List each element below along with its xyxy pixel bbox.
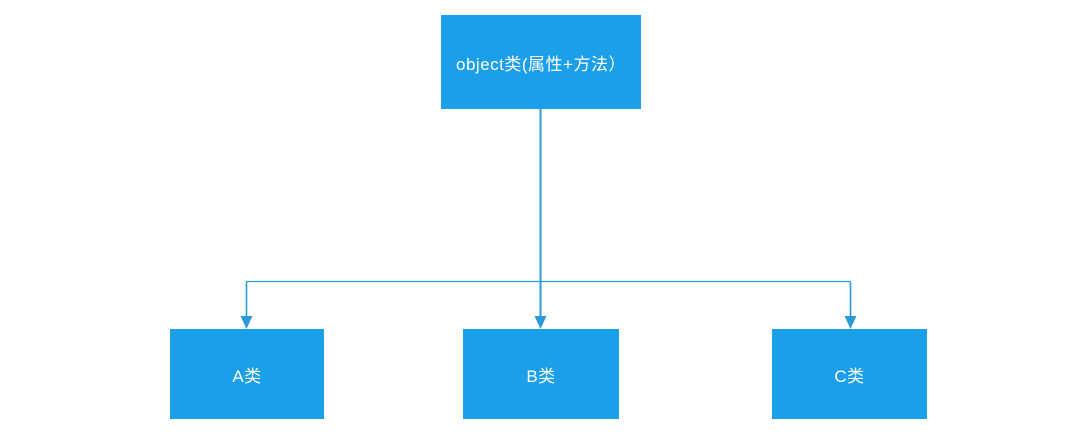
node-class-c: C类 (772, 329, 927, 419)
node-object-class-label: object类(属性+方法） (456, 54, 626, 74)
node-class-c-label: C类 (834, 366, 865, 386)
arrowhead-a-icon (240, 316, 253, 329)
node-object-class: object类(属性+方法） (441, 15, 641, 109)
arrowhead-b-icon (534, 316, 547, 329)
node-class-a: A类 (170, 329, 324, 419)
node-class-a-label: A类 (232, 366, 262, 386)
node-class-b-label: B类 (526, 366, 556, 386)
node-class-b: B类 (463, 329, 619, 419)
arrowhead-c-icon (844, 316, 857, 329)
